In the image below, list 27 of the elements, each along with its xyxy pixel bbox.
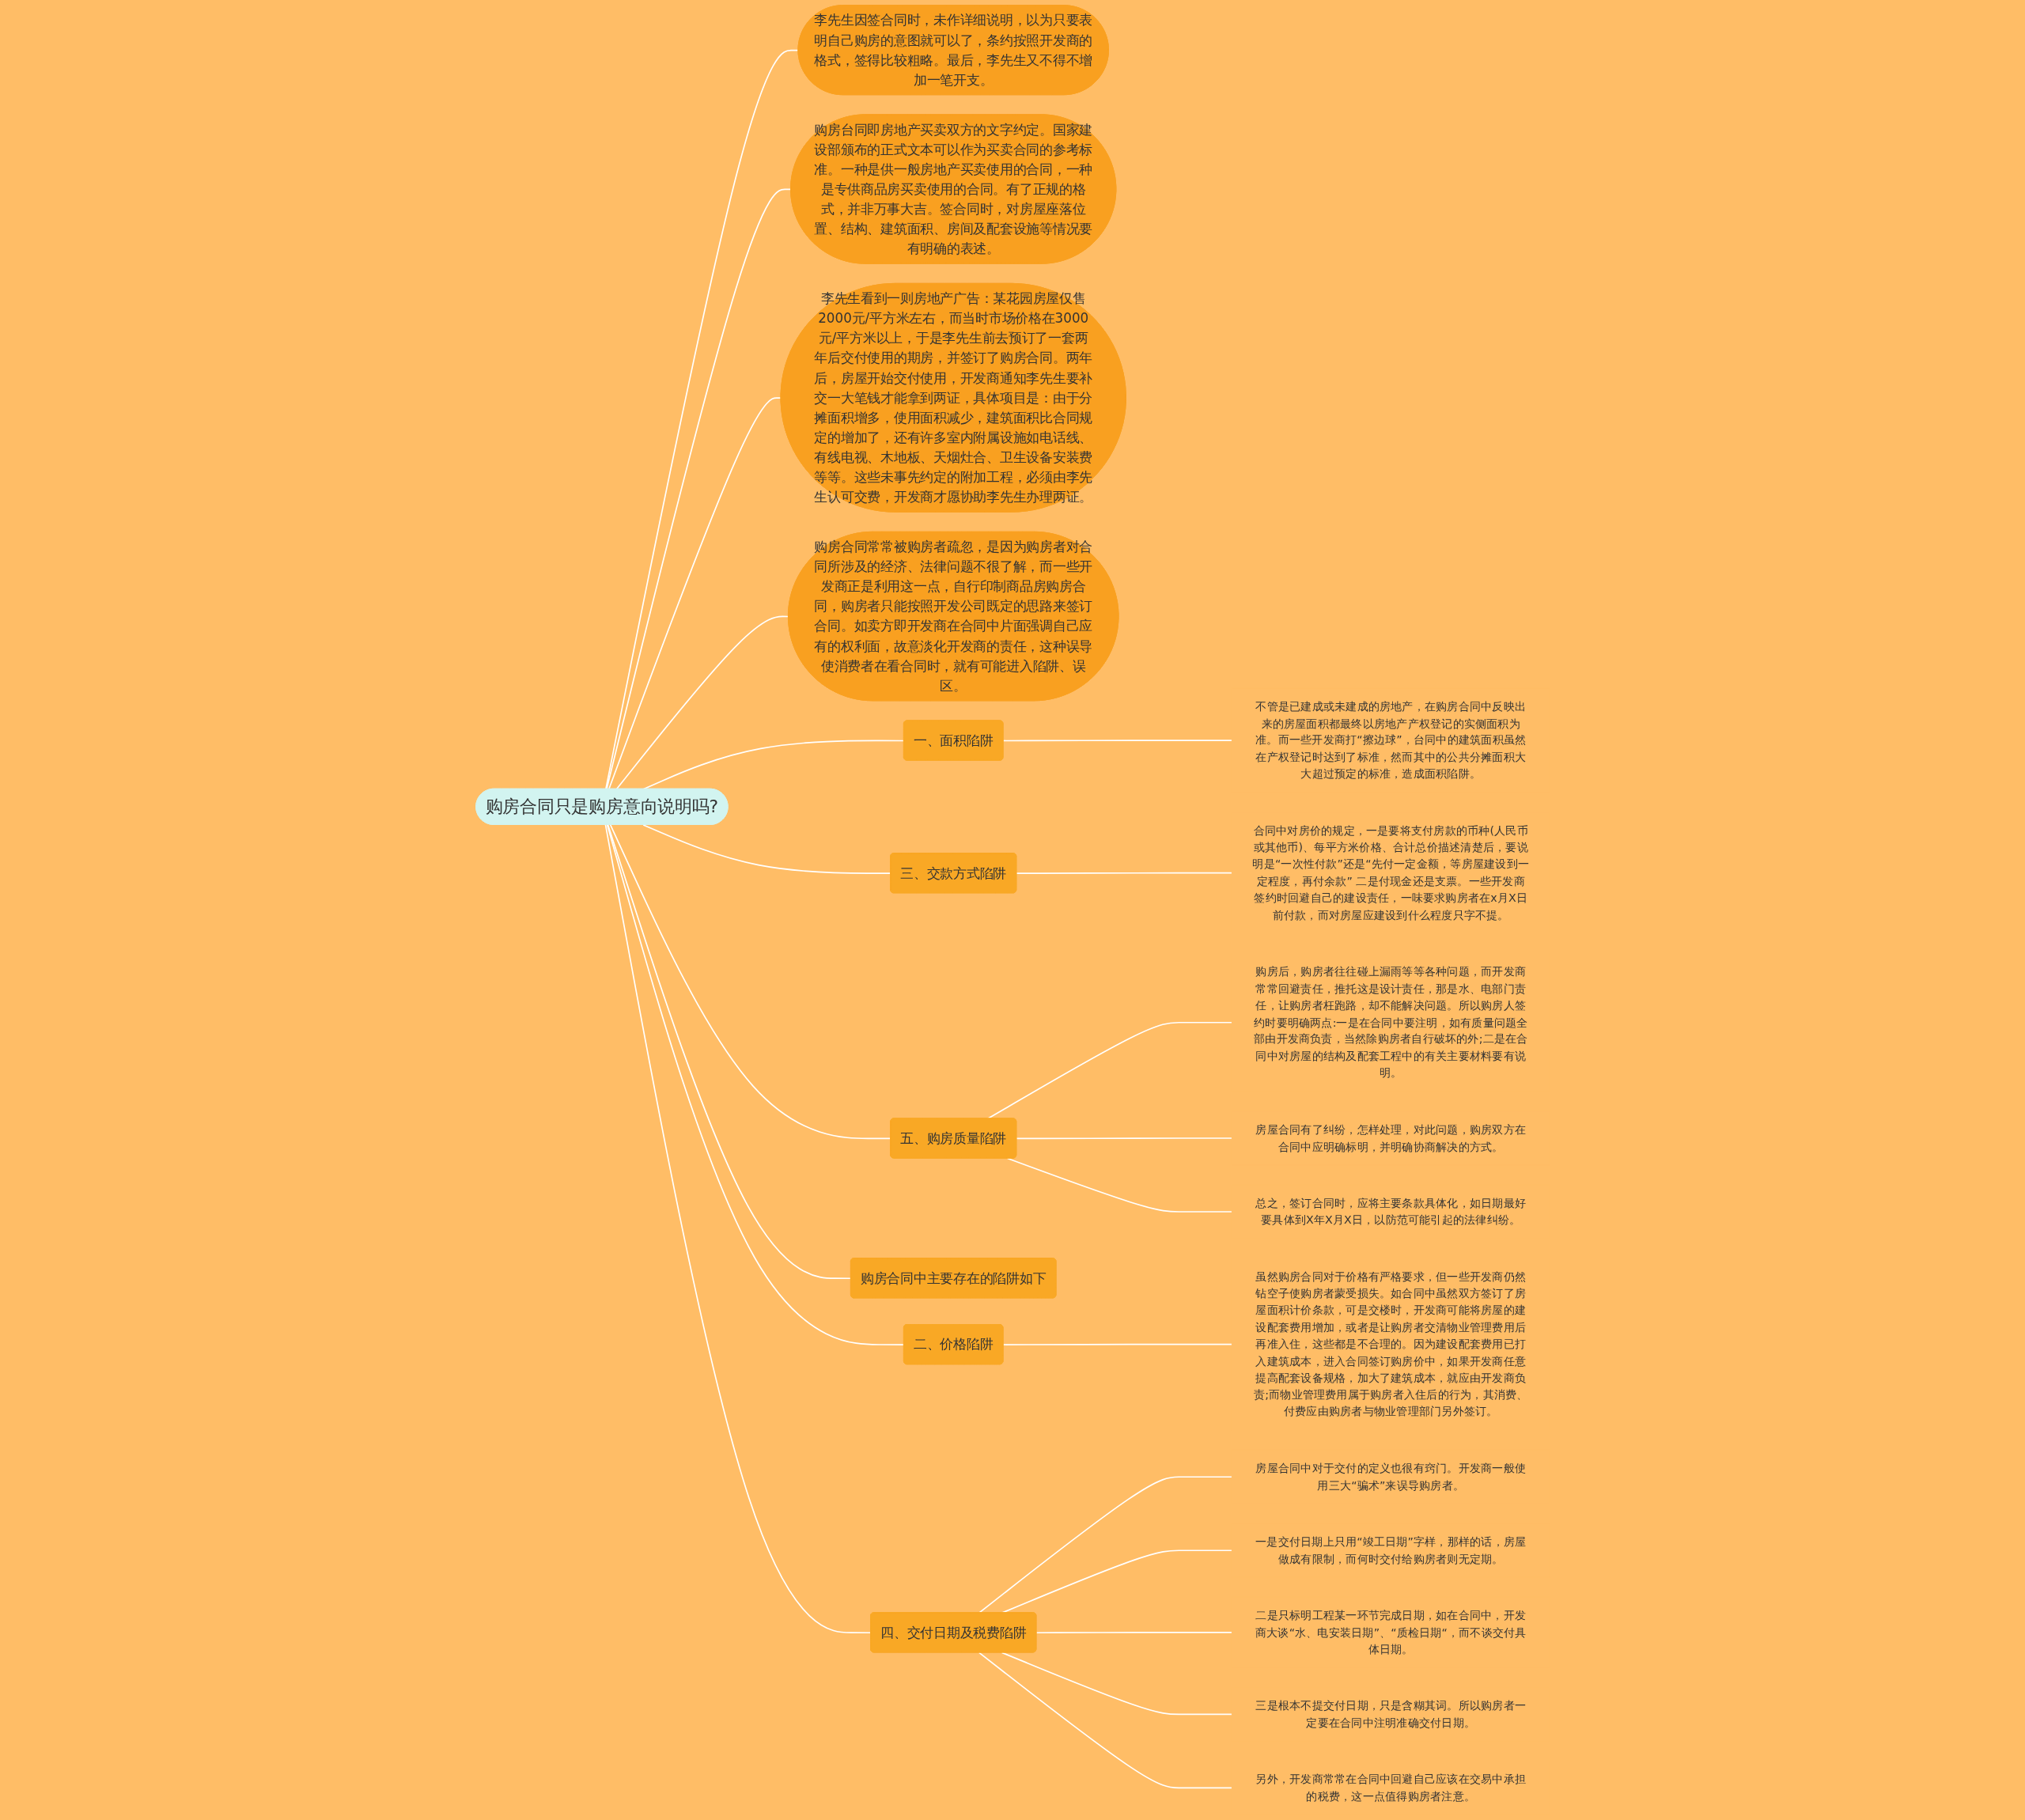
node-text: 房屋合同中对于交付的定义也很有窍门。开发商一般使用三大“骗术”来误导购房者。 <box>1255 1461 1526 1492</box>
connector <box>978 1652 1232 1789</box>
node-text: 房屋合同有了纠纷，怎样处理，对此问题，购房双方在合同中应明确标明，并明确协商解决的方式。 <box>1255 1122 1526 1153</box>
connector <box>605 188 792 790</box>
connector <box>1015 1137 1232 1140</box>
node-text: 另外，开发商常常在合同中回避自己应该在交易中承担的税费，这一点值得购房者注意。 <box>1255 1772 1526 1803</box>
node-text: 购房后，购房者往往碰上漏雨等等各种问题，而开发商常常回避责任，推托这是设计责任，那是水、电部门责任，让购房者枉跑路，却不能解决问题。所以购房人签约时要明确两点:一是在合同中要注明，如有质量问题全部由开发商负责，当然除购房者自行破坏的外;二是在合同中对房屋的结构及配套工程中的有关主要材料要有说明。 <box>1253 964 1527 1080</box>
node-text: 总之，签订合同时，应将主要条款具体化，如日期最好要具体到X年X月X日，以防范可能引起的法律纠纷。 <box>1255 1196 1526 1227</box>
node-text: 不管是已建成或未建成的房地产，在购房合同中反映出来的房屋面积都最终以房地产产权登记的实侧面积为准。而一些开发商打“擦边球”，台同中的建筑面积虽然在产权登记时达到了标准，然而其中的公共分摊面积大大超过预定的标准，造成面积陷阱。 <box>1255 699 1526 781</box>
node-text: 三是根本不提交付日期，只是含糊其词。所以购房者一定要在合同中注明准确交付日期。 <box>1255 1698 1526 1729</box>
connector <box>1002 740 1232 742</box>
connector <box>1015 872 1232 874</box>
connector <box>642 824 891 874</box>
connector <box>1006 1157 1232 1213</box>
node-text: 二是只标明工程某一环节完成日期，如在合同中，开发商大谈“水、电安装日期”、“质检日期“，而不谈交付具体日期。 <box>1255 1608 1527 1655</box>
connector <box>604 49 799 790</box>
node-text: 合同中对房价的规定，一是要将支付房款的币种(人民币或其他币)、每平方米价格、合计总价描述清楚后，要说明是“一次性付款”还是“先付一定金额，等房屋建设到一定程度，再付余款” 二是付现金还是支票。一些开发商签约时回避自己的建设责任，一味要求购房者在x月X日前付款，而对房屋应建设到什么程度只字不提。 <box>1252 823 1529 921</box>
connector <box>609 824 891 1140</box>
connector <box>1001 1652 1232 1716</box>
connector <box>1002 1343 1232 1345</box>
connector <box>608 397 782 790</box>
node-text: 一是交付日期上只用“竣工日期”字样，那样的话，房屋做成有限制，而何时交付给购房者则无定期。 <box>1255 1534 1526 1565</box>
node-text: 虽然购房合同对于价格有严格要求，但一些开发商仍然钻空子使购房者蒙受损失。如合同中虽然双方签订了房屋面积计价条款，可是交楼时，开发商可能将房屋的建设配套费用增加，或者是让购房者交清物业管理费用后再准入住，这些都是不合理的。因为建设配套费用已打入建筑成本，进入合同签订购房价中，如果开发商任意提高配套设备规格，加大了建筑成本，就应由开发商负责;而物业管理费用属于购房者入住后的行为，其消费、付费应由购房者与物业管理部门另外签订。 <box>1253 1269 1527 1418</box>
connector <box>615 615 789 790</box>
connector <box>604 824 872 1634</box>
connector <box>1035 1632 1232 1634</box>
connector <box>978 1476 1232 1614</box>
